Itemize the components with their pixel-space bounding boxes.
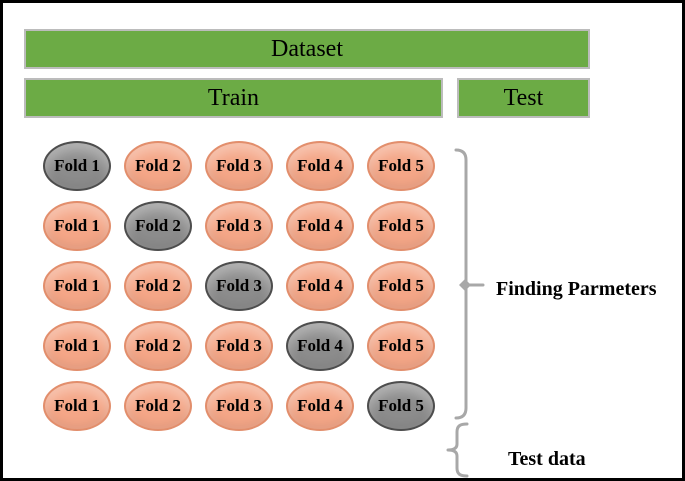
- fold-label: Fold 3: [216, 216, 262, 235]
- fold-label: Fold 2: [135, 216, 181, 235]
- fold-ellipse: Fold 5: [367, 141, 435, 191]
- fold-label: Fold 5: [378, 276, 424, 295]
- fold-label: Fold 4: [297, 336, 343, 355]
- train-bar: Train: [24, 78, 443, 118]
- brace-overlay: [446, 148, 485, 478]
- test-data-label: Test data: [508, 448, 586, 470]
- fold-row: Fold 1 Fold 2 Fold 3 Fold 4 Fold 5: [43, 381, 435, 431]
- fold-ellipse: Fold 2: [124, 141, 192, 191]
- fold-label: Fold 2: [135, 336, 181, 355]
- fold-label: Fold 1: [54, 276, 100, 295]
- fold-ellipse: Fold 1: [43, 381, 111, 431]
- fold-ellipse: Fold 5: [367, 201, 435, 251]
- fold-ellipse: Fold 1: [43, 201, 111, 251]
- fold-label: Fold 5: [378, 156, 424, 175]
- fold-row: Fold 1 Fold 2 Fold 3 Fold 4 Fold 5: [43, 261, 435, 311]
- fold-ellipse: Fold 4: [286, 141, 354, 191]
- fold-ellipse-holdout: Fold 2: [124, 201, 192, 251]
- fold-ellipse: Fold 4: [286, 201, 354, 251]
- fold-ellipse: Fold 3: [205, 201, 273, 251]
- test-bar: Test: [457, 78, 590, 118]
- test-bar-label: Test: [503, 85, 544, 111]
- fold-label: Fold 1: [54, 216, 100, 235]
- dataset-bar-label: Dataset: [271, 36, 343, 62]
- fold-row: Fold 1 Fold 2 Fold 3 Fold 4 Fold 5: [43, 321, 435, 371]
- fold-ellipse-holdout: Fold 3: [205, 261, 273, 311]
- fold-ellipse: Fold 2: [124, 381, 192, 431]
- fold-ellipse: Fold 3: [205, 381, 273, 431]
- finding-parameters-label: Finding Parmeters: [496, 278, 657, 300]
- fold-label: Fold 1: [54, 336, 100, 355]
- fold-label: Fold 4: [297, 396, 343, 415]
- fold-label: Fold 2: [135, 276, 181, 295]
- fold-label: Fold 4: [297, 276, 343, 295]
- fold-row: Fold 1 Fold 2 Fold 3 Fold 4 Fold 5: [43, 141, 435, 191]
- fold-label: Fold 4: [297, 156, 343, 175]
- train-bar-label: Train: [207, 85, 260, 111]
- fold-label: Fold 3: [216, 156, 262, 175]
- fold-ellipse-holdout: Fold 4: [286, 321, 354, 371]
- fold-label: Fold 3: [216, 396, 262, 415]
- fold-label: Fold 2: [135, 156, 181, 175]
- fold-ellipse-holdout: Fold 5: [367, 381, 435, 431]
- dataset-bar: Dataset: [24, 29, 590, 69]
- fold-label: Fold 3: [216, 336, 262, 355]
- fold-ellipse: Fold 5: [367, 321, 435, 371]
- fold-label: Fold 2: [135, 396, 181, 415]
- fold-ellipse: Fold 4: [286, 261, 354, 311]
- fold-label: Fold 1: [54, 396, 100, 415]
- fold-ellipse: Fold 3: [205, 321, 273, 371]
- fold-ellipse: Fold 1: [43, 261, 111, 311]
- fold-label: Fold 5: [378, 396, 424, 415]
- fold-row: Fold 1 Fold 2 Fold 3 Fold 4 Fold 5: [43, 201, 435, 251]
- test-data-brace: [446, 422, 469, 478]
- fold-ellipse: Fold 5: [367, 261, 435, 311]
- fold-label: Fold 3: [216, 276, 262, 295]
- fold-ellipse: Fold 1: [43, 321, 111, 371]
- fold-ellipse: Fold 2: [124, 261, 192, 311]
- fold-ellipse-holdout: Fold 1: [43, 141, 111, 191]
- finding-parameters-brace: [454, 148, 485, 420]
- fold-label: Fold 5: [378, 216, 424, 235]
- fold-label: Fold 5: [378, 336, 424, 355]
- fold-ellipse: Fold 4: [286, 381, 354, 431]
- fold-ellipse: Fold 2: [124, 321, 192, 371]
- fold-label: Fold 4: [297, 216, 343, 235]
- fold-label: Fold 1: [54, 156, 100, 175]
- fold-ellipse: Fold 3: [205, 141, 273, 191]
